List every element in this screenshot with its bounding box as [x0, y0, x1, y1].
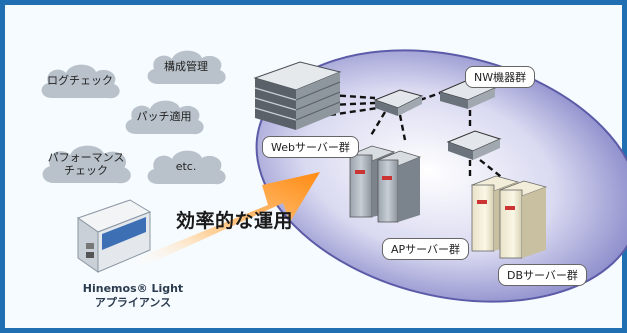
switch-icon-left [373, 89, 424, 116]
appliance-caption: Hinemos® Light アプライアンス [74, 282, 192, 310]
cloud-label: etc. [175, 160, 197, 174]
cloud-performance-check: パフォーマンス チェック [34, 136, 138, 192]
cloud-patch-apply: パッチ適用 [118, 92, 210, 142]
cloud-log-check: ログチェック [34, 56, 126, 106]
cloud-etc: etc. [140, 142, 232, 192]
db-server-group-label: DBサーバー群 [498, 264, 587, 286]
efficiency-arrow [128, 172, 320, 268]
web-server-group-label: Webサーバー群 [262, 136, 359, 158]
cloud-icon [42, 145, 131, 184]
cloud-label: パッチ適用 [136, 110, 192, 124]
appliance-type: アプライアンス [94, 295, 172, 309]
cloud-icon [41, 64, 120, 99]
web-server-rack-icon [253, 61, 342, 130]
cloud-label: パフォーマンス チェック [47, 150, 125, 177]
cloud-icon [147, 150, 226, 185]
slogan-text: 効率的な運用 [176, 210, 294, 232]
ap-server-group-label: APサーバー群 [382, 238, 470, 260]
nw-device-group-label: NW機器群 [465, 66, 536, 88]
cloud-icon [147, 50, 226, 85]
network-links [329, 91, 506, 181]
cloud-config-management: 構成管理 [140, 42, 232, 92]
appliance-brand: Hinemos® Light [82, 282, 184, 295]
ap-server-tower-icon [348, 145, 422, 223]
switch-icon-middle [446, 130, 502, 160]
appliance-device-icon [76, 199, 152, 273]
cloud-label: 構成管理 [164, 60, 208, 74]
cloud-label: ログチェック [47, 74, 113, 88]
cloud-icon [125, 100, 204, 135]
db-server-tower-icon [470, 175, 548, 259]
